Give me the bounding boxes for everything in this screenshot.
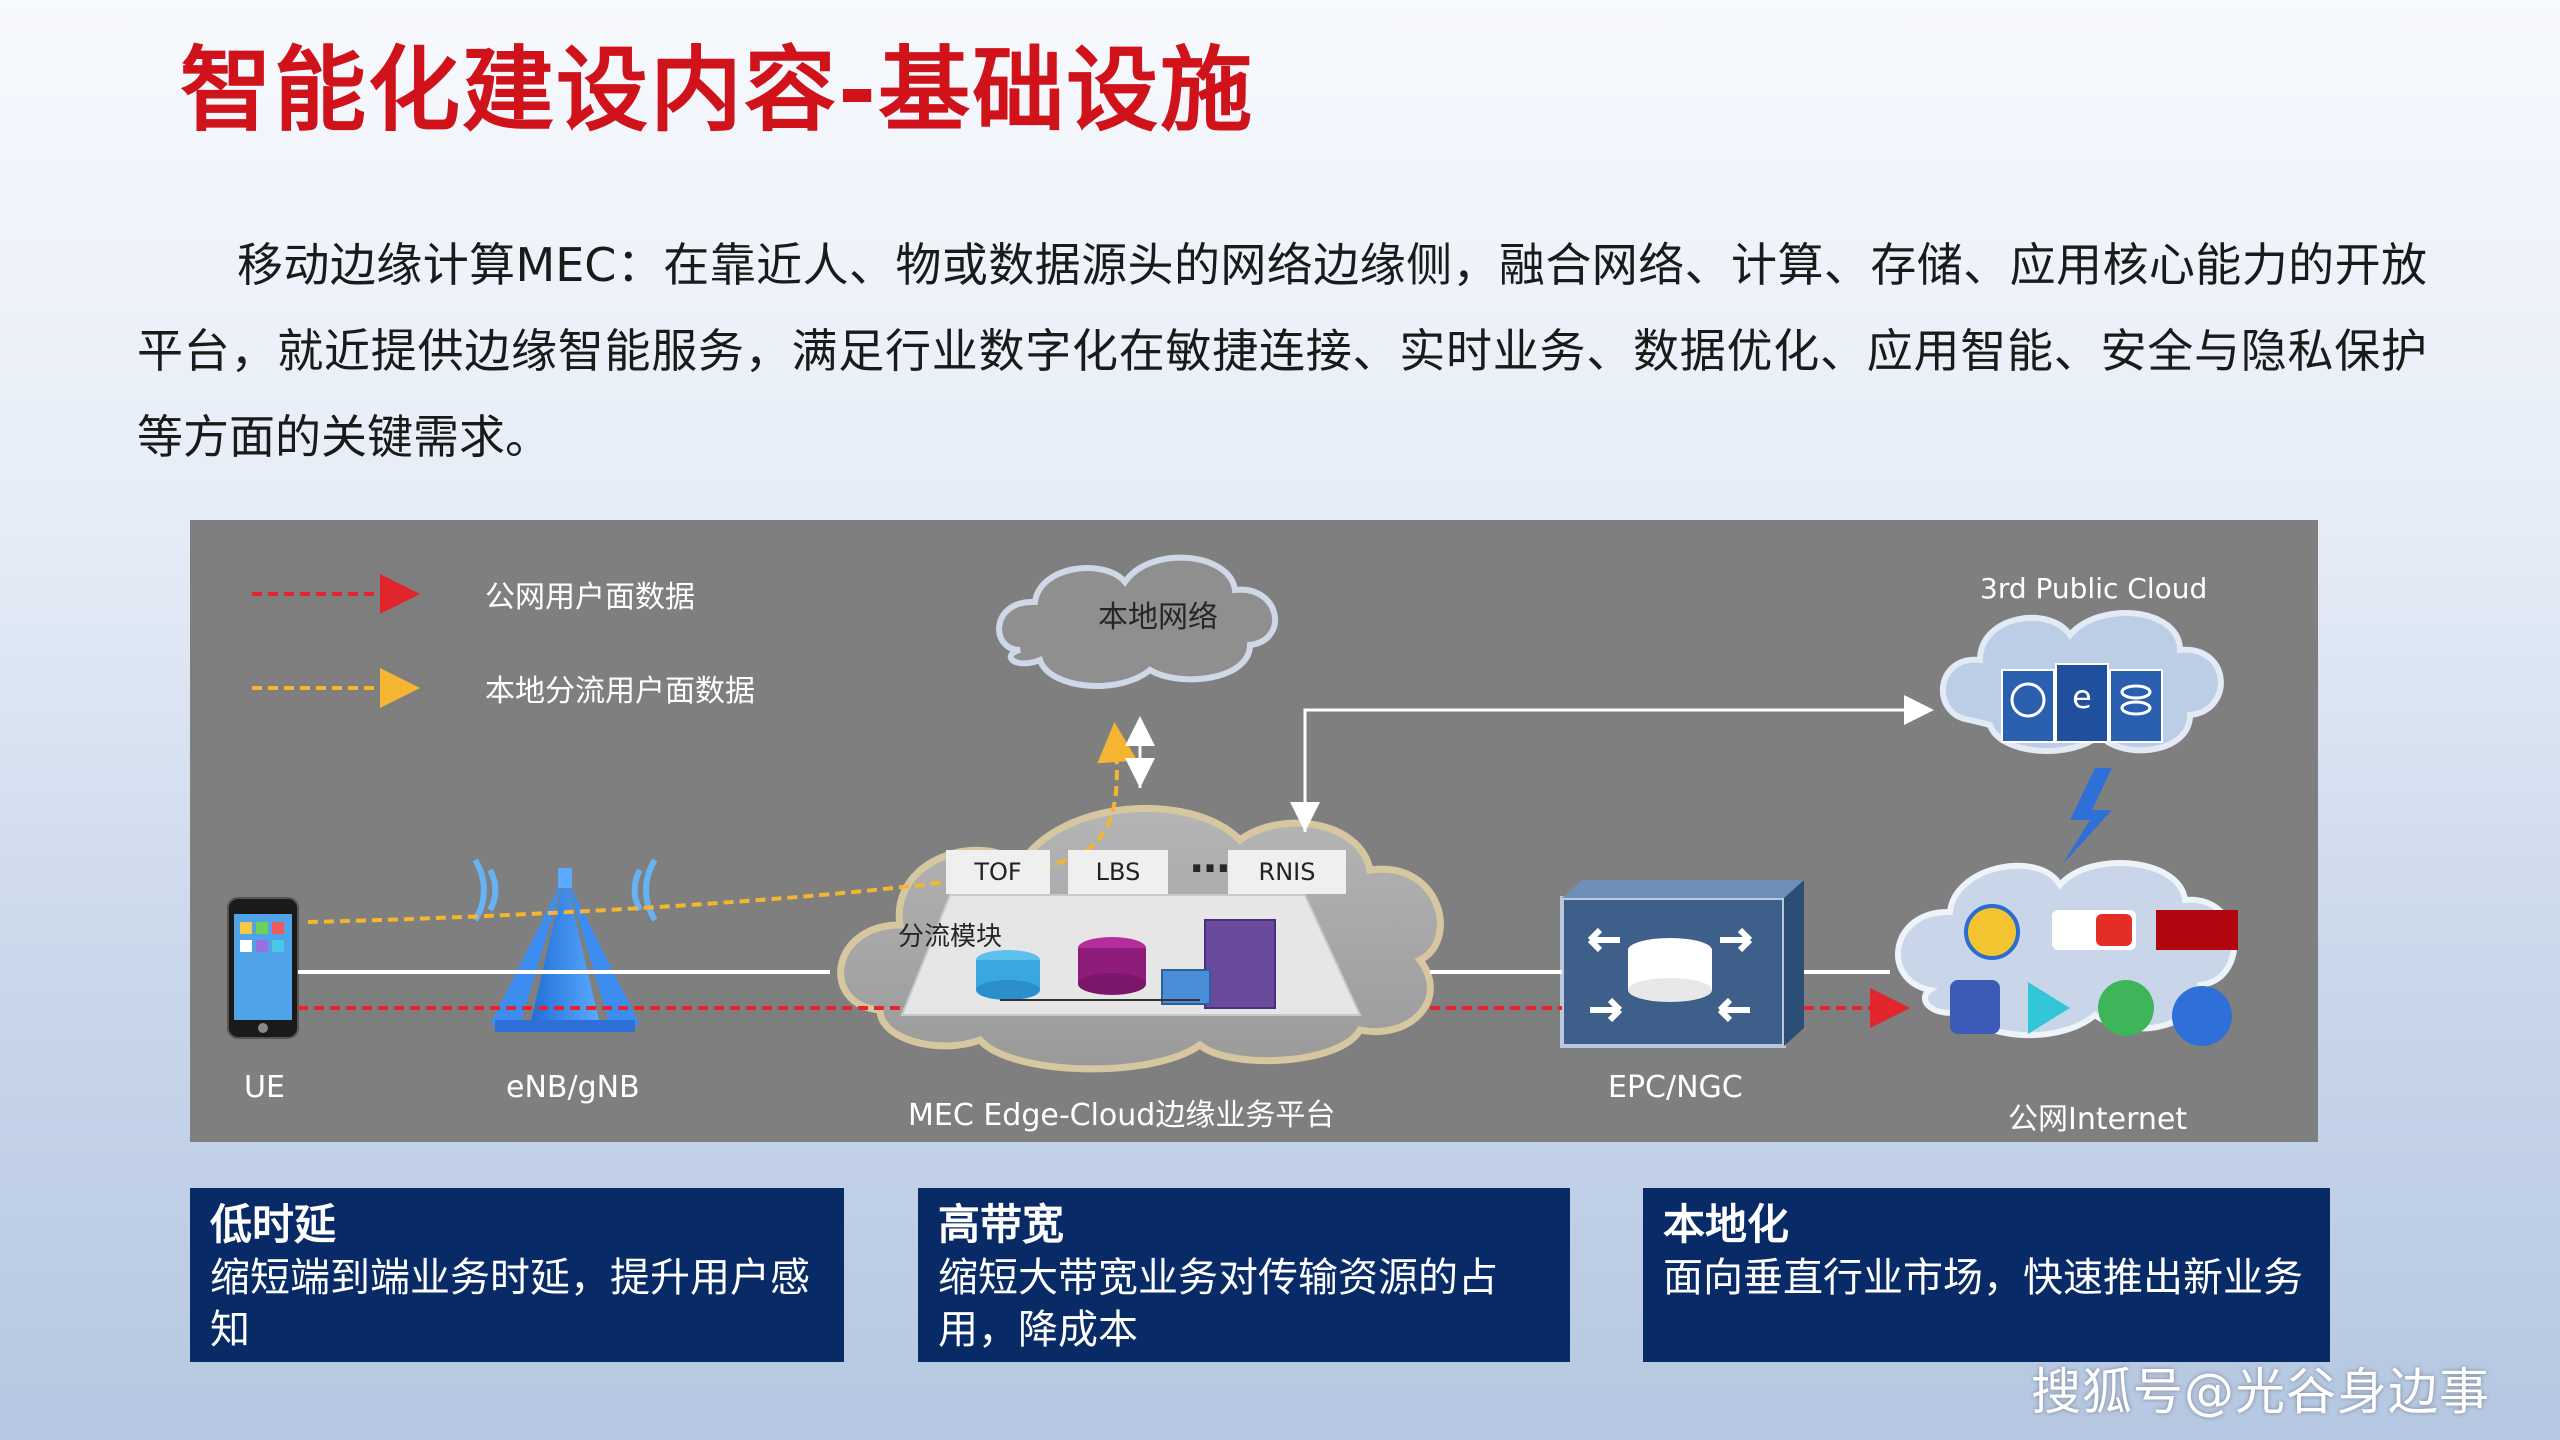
feature-desc: 缩短大带宽业务对传输资源的占用，降成本 [938, 1255, 1498, 1353]
storage-icon [976, 950, 1040, 1000]
facebook-icon [1950, 980, 2000, 1034]
mec-platform-label: MEC Edge-Cloud边缘业务平台 [908, 1098, 1336, 1133]
play-icon [2028, 982, 2070, 1034]
module-tof: TOF [946, 850, 1050, 894]
split-module-label: 分流模块 [898, 922, 1003, 952]
intro-paragraph: 移动边缘计算MEC：在靠近人、物或数据源头的网络边缘侧，融合网络、计算、存储、应… [137, 238, 2427, 464]
local-flow-line [307, 722, 1138, 924]
public-cloud-label: 3rd Public Cloud [1980, 572, 2208, 605]
watermark: 搜狐号@光谷身边事 [2031, 1363, 2490, 1421]
wechat-icon [2098, 980, 2154, 1036]
module-ellipsis: … [1190, 836, 1230, 882]
mec-architecture-diagram: e [190, 520, 2318, 1142]
com-icon [2001, 669, 2055, 743]
legend-local-label: 本地分流用户面数据 [485, 674, 755, 709]
baidu-icon [2172, 986, 2232, 1046]
public-cloud-shape: e [1939, 610, 2224, 865]
local-network-cloud [996, 554, 1279, 689]
ue-label: UE [244, 1070, 285, 1105]
lightning-icon [2062, 768, 2112, 865]
enb-tower-icon [472, 858, 658, 1032]
pokemon-go-logo [1964, 904, 2020, 960]
feature-desc: 面向垂直行业市场，快速推出新业务 [1663, 1255, 2303, 1301]
feature-low-latency: 低时延 缩短端到端业务时延，提升用户感知 [190, 1188, 844, 1362]
public-cloud-link [1303, 695, 1934, 832]
server-icon [1204, 919, 1276, 1009]
enb-label: eNB/gNB [506, 1070, 640, 1105]
epc-ngc-icon [1560, 880, 1804, 1048]
feature-localization: 本地化 面向垂直行业市场，快速推出新业务 [1643, 1188, 2330, 1362]
internet-label: 公网Internet [2008, 1102, 2188, 1137]
internet-cloud-shape [1895, 859, 2238, 1046]
database-purple-icon [1078, 937, 1146, 995]
legend-public-label: 公网用户面数据 [485, 580, 695, 615]
netflix-logo [2156, 910, 2238, 950]
module-rnis: RNIS [1228, 850, 1346, 894]
feature-high-bandwidth: 高带宽 缩短大带宽业务对传输资源的占用，降成本 [918, 1188, 1570, 1362]
database-icon [2109, 669, 2163, 743]
feature-title: 低时延 [210, 1200, 337, 1249]
module-lbs: LBS [1068, 850, 1168, 894]
ue-phone-icon [227, 897, 299, 1039]
epc-label: EPC/NGC [1608, 1070, 1743, 1105]
feature-title: 高带宽 [938, 1200, 1065, 1249]
svg-text:e: e [2072, 678, 2092, 716]
computer-icon [1161, 969, 1211, 1005]
feature-desc: 缩短端到端业务时延，提升用户感知 [210, 1255, 810, 1353]
http-icon [2055, 663, 2109, 743]
local-network-label: 本地网络 [1098, 600, 1218, 635]
page-title: 智能化建设内容-基础设施 [180, 37, 1255, 144]
feature-title: 本地化 [1663, 1200, 1790, 1249]
